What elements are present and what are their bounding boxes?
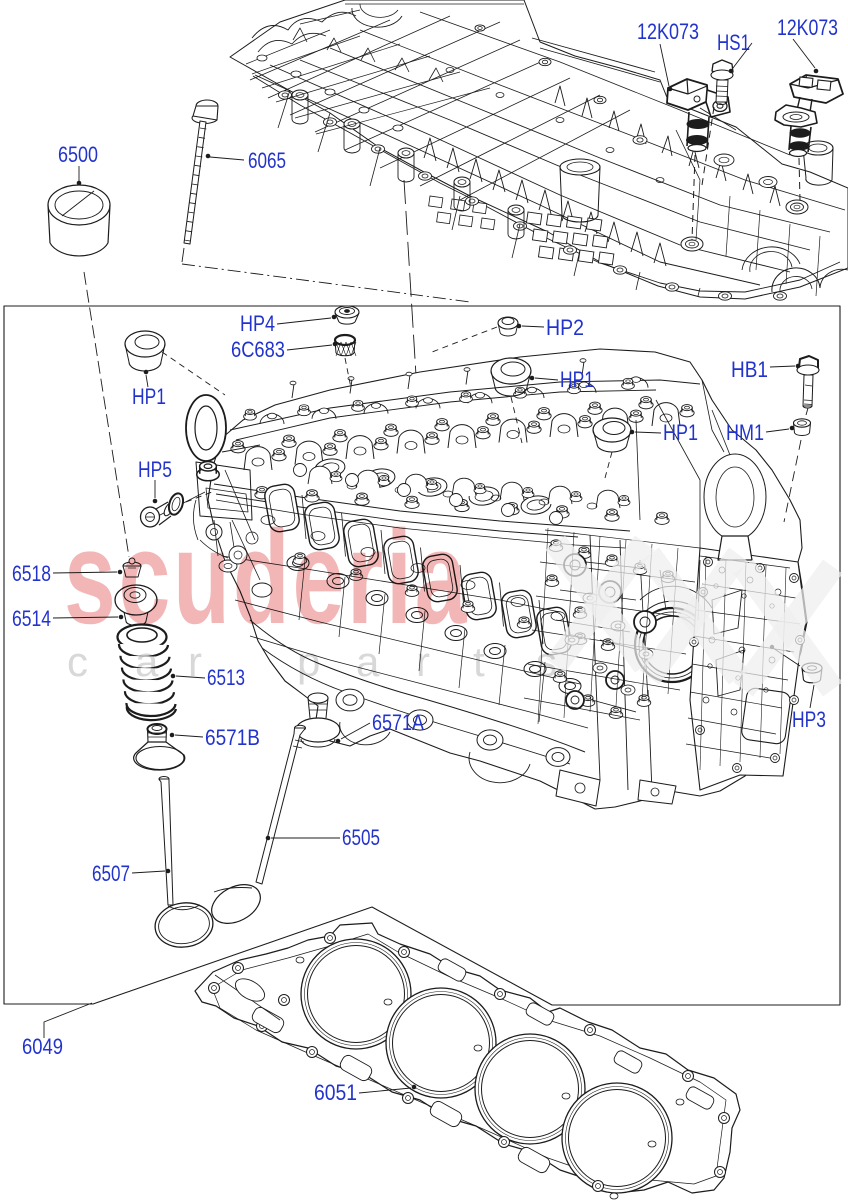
svg-text:HP1: HP1 bbox=[132, 384, 166, 409]
svg-text:r: r bbox=[188, 638, 202, 685]
svg-text:HP5: HP5 bbox=[138, 457, 172, 482]
svg-text:6518: 6518 bbox=[12, 561, 51, 586]
svg-text:a: a bbox=[356, 638, 380, 685]
svg-text:12K073: 12K073 bbox=[637, 19, 699, 44]
svg-text:6505: 6505 bbox=[342, 825, 380, 850]
svg-text:t: t bbox=[473, 638, 485, 685]
svg-text:HP1: HP1 bbox=[560, 367, 594, 392]
svg-text:HP1: HP1 bbox=[663, 420, 698, 445]
svg-text:HM1: HM1 bbox=[726, 420, 764, 445]
svg-text:6507: 6507 bbox=[92, 861, 130, 886]
svg-text:HB1: HB1 bbox=[731, 357, 768, 382]
svg-text:scuderia: scuderia bbox=[64, 504, 469, 652]
svg-text:6571B: 6571B bbox=[205, 725, 260, 750]
svg-text:HS1: HS1 bbox=[717, 30, 750, 55]
svg-text:HP3: HP3 bbox=[792, 707, 826, 732]
svg-text:6571A: 6571A bbox=[372, 710, 424, 735]
svg-text:HP4: HP4 bbox=[240, 311, 275, 336]
svg-text:c: c bbox=[67, 638, 88, 685]
svg-text:p: p bbox=[297, 638, 320, 685]
svg-text:6C683: 6C683 bbox=[231, 337, 285, 362]
svg-text:6500: 6500 bbox=[58, 142, 98, 167]
svg-text:r: r bbox=[416, 638, 430, 685]
svg-text:HP2: HP2 bbox=[546, 315, 584, 340]
svg-text:s: s bbox=[536, 638, 557, 685]
svg-text:6513: 6513 bbox=[207, 665, 245, 690]
svg-text:12K073: 12K073 bbox=[777, 15, 838, 40]
svg-text:6514: 6514 bbox=[12, 606, 51, 631]
svg-text:6065: 6065 bbox=[248, 148, 286, 173]
svg-text:a: a bbox=[135, 638, 159, 685]
svg-text:6049: 6049 bbox=[22, 1034, 63, 1059]
svg-text:6051: 6051 bbox=[314, 1080, 357, 1105]
